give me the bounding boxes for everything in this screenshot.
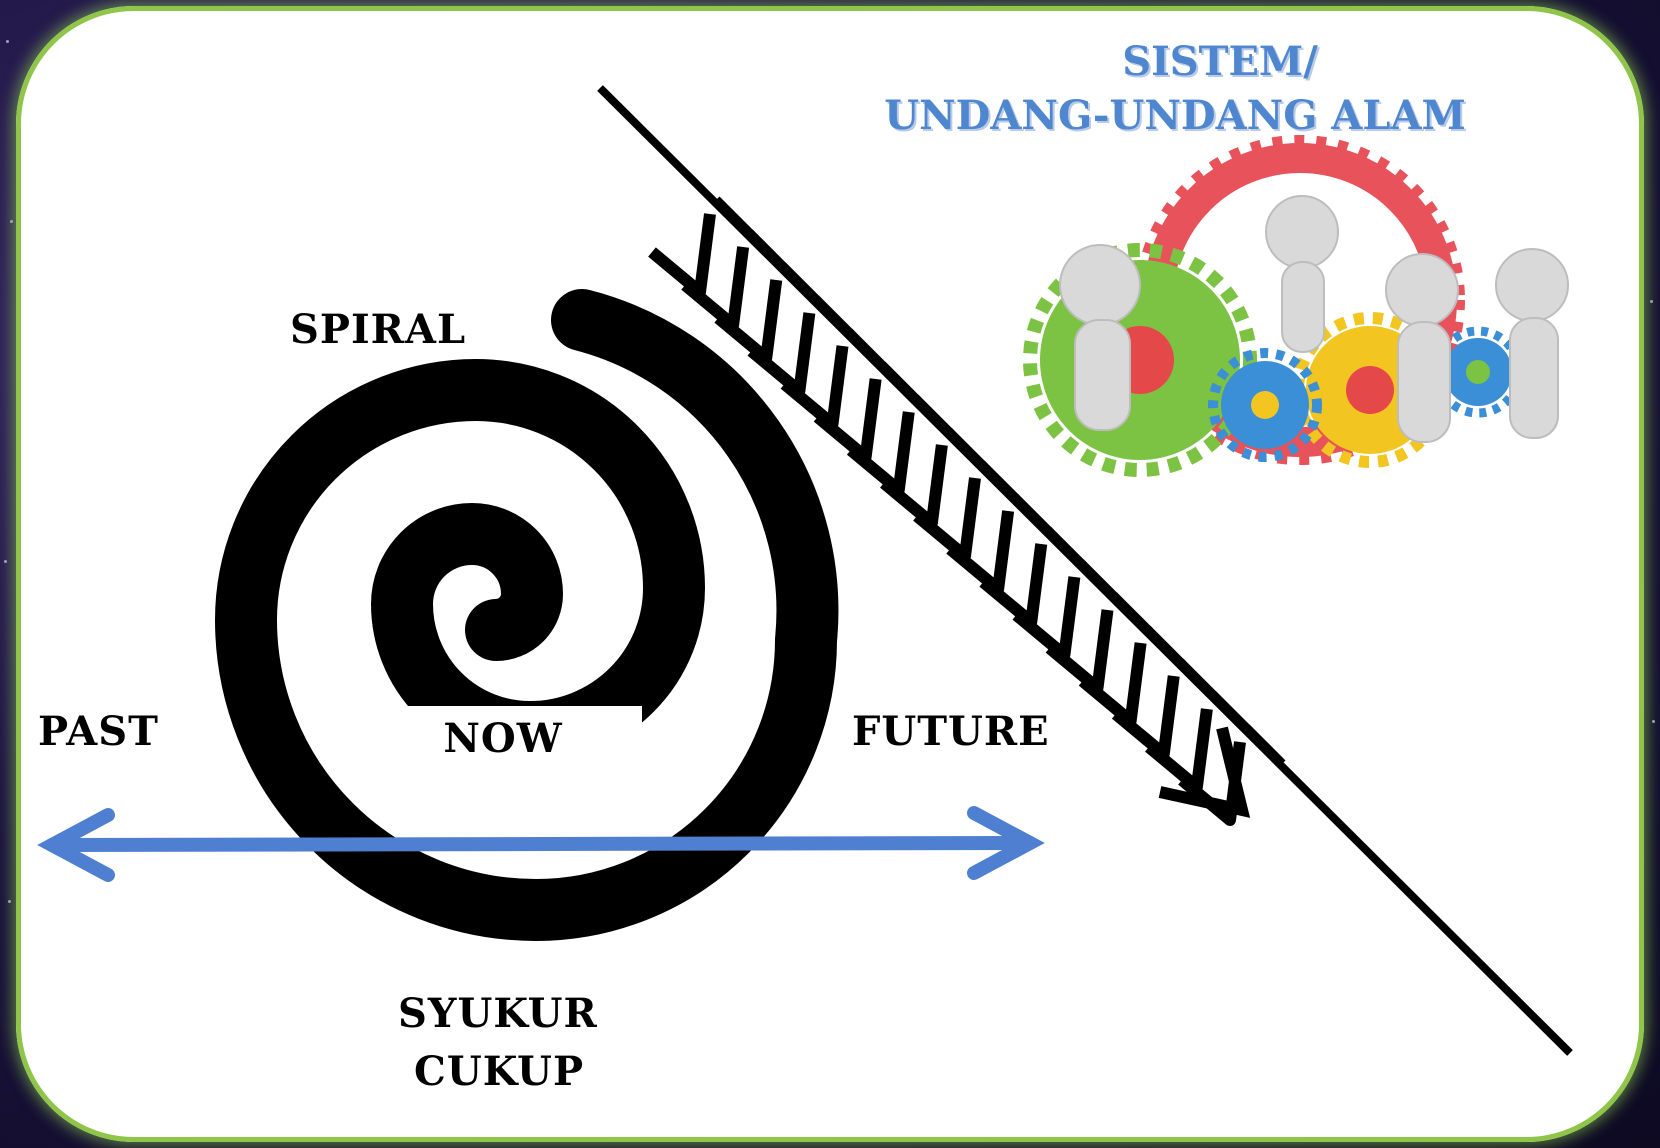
chain-tick xyxy=(1209,691,1253,735)
now-label: NOW xyxy=(443,714,563,762)
team-pushing-gears-icon xyxy=(1023,135,1569,477)
page-title-line1: SISTEM/ xyxy=(1122,38,1318,85)
chain-tick xyxy=(844,328,889,372)
chain-tick xyxy=(878,361,922,405)
chain-chevron xyxy=(747,312,816,397)
spiral-shape xyxy=(214,289,839,942)
chain-tick xyxy=(1010,493,1054,537)
star xyxy=(4,560,7,563)
chain-chevron xyxy=(880,444,948,529)
chain-chevron xyxy=(648,213,716,298)
now-box: NOW xyxy=(364,706,642,770)
star xyxy=(10,220,13,223)
chain-tick xyxy=(944,427,988,471)
arrow-chain xyxy=(648,196,1286,826)
star xyxy=(6,40,9,43)
chain-end-arrowhead xyxy=(1158,726,1251,818)
star xyxy=(1650,300,1653,303)
cukup-label: CUKUP xyxy=(414,1048,585,1095)
chain-chevron xyxy=(846,411,915,496)
chain-chevron xyxy=(913,477,981,562)
timeline-arrow xyxy=(37,806,1045,882)
chain-tick xyxy=(778,262,822,306)
chain-chevron xyxy=(780,345,849,430)
chain-chevron xyxy=(681,246,750,331)
future-label: FUTURE xyxy=(852,708,1050,755)
chain-chevron xyxy=(1045,609,1114,694)
chain-chevron xyxy=(714,279,783,364)
chain-chevron xyxy=(979,543,1048,628)
star xyxy=(8,900,11,903)
chain-tick xyxy=(1043,526,1087,570)
chain-chevron xyxy=(1078,642,1147,727)
page-title-line2: UNDANG-UNDANG ALAM xyxy=(884,92,1466,139)
syukur-label: SYUKUR xyxy=(398,990,598,1037)
chain-tick xyxy=(745,229,789,273)
chain-tick xyxy=(1176,658,1220,702)
chain-chevron xyxy=(1012,576,1081,661)
chain-tick xyxy=(1143,625,1187,669)
chain-tick xyxy=(712,196,756,240)
chain-tick xyxy=(811,295,855,339)
chain-tick xyxy=(1242,724,1286,768)
chain-chevron xyxy=(813,378,882,463)
chain-chevron xyxy=(946,510,1015,595)
chain-tick xyxy=(1109,592,1154,636)
chain-tick xyxy=(977,460,1021,504)
star xyxy=(1652,720,1655,723)
chain-tick xyxy=(911,394,955,438)
chain-chevron xyxy=(1145,708,1213,793)
past-label: PAST xyxy=(38,708,159,755)
spiral-label: SPIRAL xyxy=(290,306,467,353)
chain-chevron xyxy=(1111,675,1180,760)
chain-tick xyxy=(1076,559,1120,603)
